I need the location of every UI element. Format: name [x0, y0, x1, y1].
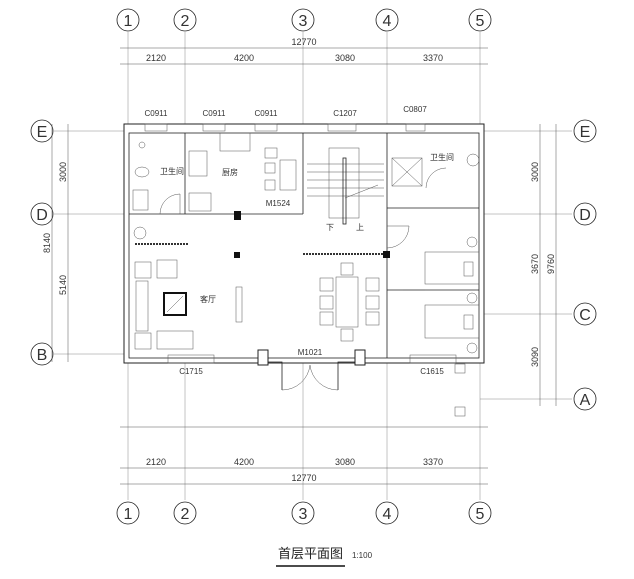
svg-text:8140: 8140 [42, 233, 52, 253]
svg-text:3080: 3080 [335, 457, 355, 467]
axis-bubbles-left: E D B [30, 119, 54, 366]
svg-text:1: 1 [124, 506, 133, 523]
svg-text:5140: 5140 [58, 275, 68, 295]
svg-text:D: D [36, 207, 48, 224]
kitchen: 厨房 [188, 132, 297, 212]
axis-bubbles-top: 1 2 3 4 5 [116, 8, 492, 32]
svg-text:卫生间: 卫生间 [430, 152, 454, 162]
svg-text:2120: 2120 [146, 53, 166, 63]
axis-bubbles-right: E D C A [573, 119, 597, 411]
svg-text:A: A [580, 392, 591, 409]
svg-text:3090: 3090 [530, 347, 540, 367]
svg-text:3000: 3000 [58, 162, 68, 182]
svg-text:4: 4 [383, 506, 392, 523]
svg-text:首层平面图: 首层平面图 [278, 546, 343, 561]
dimensions-bottom: 2120 4200 3080 3370 12770 [120, 426, 488, 485]
svg-text:3000: 3000 [530, 162, 540, 182]
svg-text:5: 5 [476, 13, 485, 30]
svg-text:B: B [37, 347, 48, 364]
svg-text:厨房: 厨房 [222, 167, 238, 177]
window-label: C1207 [333, 109, 357, 118]
window-label: C0911 [145, 109, 169, 118]
svg-text:3: 3 [299, 506, 308, 523]
svg-text:上: 上 [356, 223, 364, 232]
svg-text:1:100: 1:100 [352, 551, 373, 560]
svg-text:2: 2 [181, 506, 190, 523]
svg-text:C: C [579, 307, 591, 324]
svg-text:3370: 3370 [423, 53, 443, 63]
window-label: C0807 [403, 105, 427, 114]
windows: C0911 C0911 C0911 C1207 C0807 C1715 C161… [145, 105, 457, 376]
svg-text:卫生间: 卫生间 [160, 166, 184, 176]
svg-text:12770: 12770 [291, 473, 316, 483]
svg-text:3670: 3670 [530, 254, 540, 274]
entrance-door: M1021 M1524 [257, 199, 366, 391]
bathroom-right: 卫生间 [391, 152, 480, 189]
svg-text:3080: 3080 [335, 53, 355, 63]
door-label: M1524 [266, 199, 291, 208]
dimensions-left: 8140 3000 5140 [42, 124, 69, 362]
window-label: C0911 [255, 109, 279, 118]
window-label: C0911 [203, 109, 227, 118]
staircase: 下 上 [307, 147, 410, 249]
svg-text:客厅: 客厅 [200, 294, 216, 304]
svg-text:9760: 9760 [546, 254, 556, 274]
svg-text:4200: 4200 [234, 457, 254, 467]
dining-table [319, 262, 380, 342]
svg-text:12770: 12770 [291, 37, 316, 47]
svg-text:3: 3 [299, 13, 308, 30]
svg-text:4200: 4200 [234, 53, 254, 63]
dimensions-right: 3000 3670 3090 9760 [530, 124, 557, 406]
bedrooms [403, 236, 480, 417]
dimensions-top: 12770 2120 4200 3080 3370 [120, 37, 488, 65]
window-label: C1615 [420, 367, 444, 376]
svg-text:下: 下 [326, 223, 334, 232]
door-label: M1021 [298, 348, 323, 357]
svg-text:E: E [580, 124, 591, 141]
svg-text:E: E [37, 124, 48, 141]
svg-text:D: D [579, 207, 591, 224]
drawing-title: 首层平面图 1:100 [276, 546, 373, 567]
bathroom-left: 卫生间 [132, 141, 184, 240]
svg-text:1: 1 [124, 13, 133, 30]
svg-text:2: 2 [181, 13, 190, 30]
window-label: C1715 [179, 367, 203, 376]
walls [123, 123, 485, 364]
svg-text:3370: 3370 [423, 457, 443, 467]
svg-text:2120: 2120 [146, 457, 166, 467]
axis-bubbles-bottom: 1 2 3 4 5 [116, 501, 492, 525]
svg-text:4: 4 [383, 13, 392, 30]
living-room: 客厅 [134, 259, 243, 350]
svg-text:5: 5 [476, 506, 485, 523]
